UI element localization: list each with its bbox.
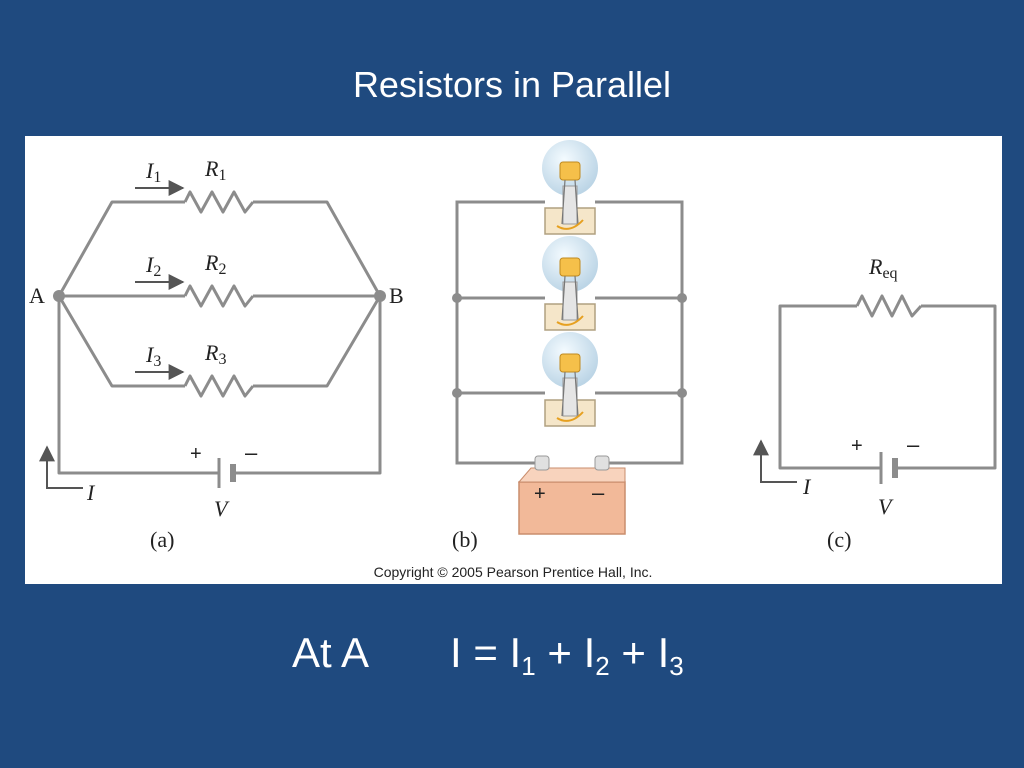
- equation-location: At A: [292, 629, 370, 676]
- panel-a-battery: [217, 458, 236, 488]
- panel-c-wires: [778, 294, 997, 484]
- current-i3-label: I3: [145, 342, 161, 370]
- battery-minus-label: –: [245, 440, 258, 465]
- resistor-r2-label: R2: [204, 250, 226, 278]
- equation-plus: +: [547, 629, 572, 676]
- branch-3-wire-right: [253, 295, 382, 388]
- equation-plus: +: [621, 629, 646, 676]
- req-wire-left: [778, 304, 881, 470]
- equation: At A I = I1 + I2 + I3: [0, 625, 1024, 685]
- wire-top-right: [595, 200, 684, 465]
- panel-a-wires: [57, 200, 382, 475]
- junction-dot: [677, 293, 687, 303]
- return-wire-left: [57, 296, 219, 475]
- node-b-dot: [374, 290, 386, 302]
- panel-c-caption: (c): [827, 527, 851, 552]
- branch-3-wire: [57, 295, 185, 388]
- req-wire-right: [895, 304, 997, 470]
- current-arrows: [39, 180, 185, 489]
- resistor-r3-label: R3: [204, 340, 226, 368]
- copyright-notice: Copyright © 2005 Pearson Prentice Hall, …: [374, 564, 653, 580]
- slide-title: Resistors in Parallel: [352, 64, 672, 105]
- resistor-r1-label: R1: [204, 156, 226, 184]
- equation-lhs: I: [450, 629, 462, 676]
- panel-a-caption: (a): [150, 527, 174, 552]
- junction-dot: [452, 388, 462, 398]
- node-a-dot: [53, 290, 65, 302]
- equation-term-2: I2: [583, 629, 610, 681]
- total-current-label: I: [86, 480, 96, 505]
- current-i1-label: I1: [145, 158, 161, 186]
- node-a-label: A: [29, 283, 45, 308]
- light-bulb-bottom-icon: [542, 332, 598, 427]
- battery-minus-label: –: [592, 480, 605, 505]
- current-i2-label: I2: [145, 252, 161, 280]
- total-current-arrow: [39, 445, 83, 489]
- battery-voltage-label: V: [878, 494, 894, 519]
- total-current-arrow: [753, 439, 797, 483]
- branch-1-wire: [57, 200, 185, 297]
- resistor-req-label: Req: [868, 254, 898, 282]
- resistor-r2: [183, 284, 255, 308]
- equation-term-1: I1: [509, 629, 536, 681]
- junction-dot: [677, 388, 687, 398]
- light-bulb-top-icon: [542, 140, 598, 235]
- node-b-label: B: [389, 283, 404, 308]
- battery-plus-label: +: [534, 483, 546, 505]
- panel-a: I1 I2 I3 R1 R2 R3 A B I V + – (a): [29, 156, 404, 552]
- panel-a-resistors: [183, 190, 255, 398]
- battery-plus-label: +: [190, 443, 202, 465]
- return-wire-right: [233, 296, 382, 475]
- equation-equals: =: [473, 629, 498, 676]
- battery-minus-label: –: [907, 432, 920, 457]
- battery-icon: + –: [517, 455, 626, 535]
- circuit-figure: I1 I2 I3 R1 R2 R3 A B I V + – (a): [29, 140, 997, 580]
- panel-c: Req + – I V (c): [753, 254, 997, 552]
- wire-top: [455, 200, 545, 465]
- light-bulb-middle-icon: [542, 236, 598, 331]
- branch-1-wire-right: [253, 200, 382, 297]
- battery-plus-label: +: [851, 435, 863, 457]
- total-current-label: I: [802, 474, 812, 499]
- junction-dot: [452, 293, 462, 303]
- panel-b-caption: (b): [452, 527, 478, 552]
- equation-formula: I = I1 + I2 + I3: [450, 629, 684, 682]
- equation-term-3: I3: [657, 629, 684, 681]
- panel-b: + – (b): [452, 140, 687, 552]
- resistor-r1: [183, 190, 255, 214]
- resistor-req: [855, 294, 923, 318]
- panel-b-wires: [455, 200, 684, 465]
- battery-voltage-label: V: [214, 496, 230, 521]
- figure-panel: I1 I2 I3 R1 R2 R3 A B I V + – (a): [25, 136, 1002, 584]
- resistor-r3: [183, 374, 255, 398]
